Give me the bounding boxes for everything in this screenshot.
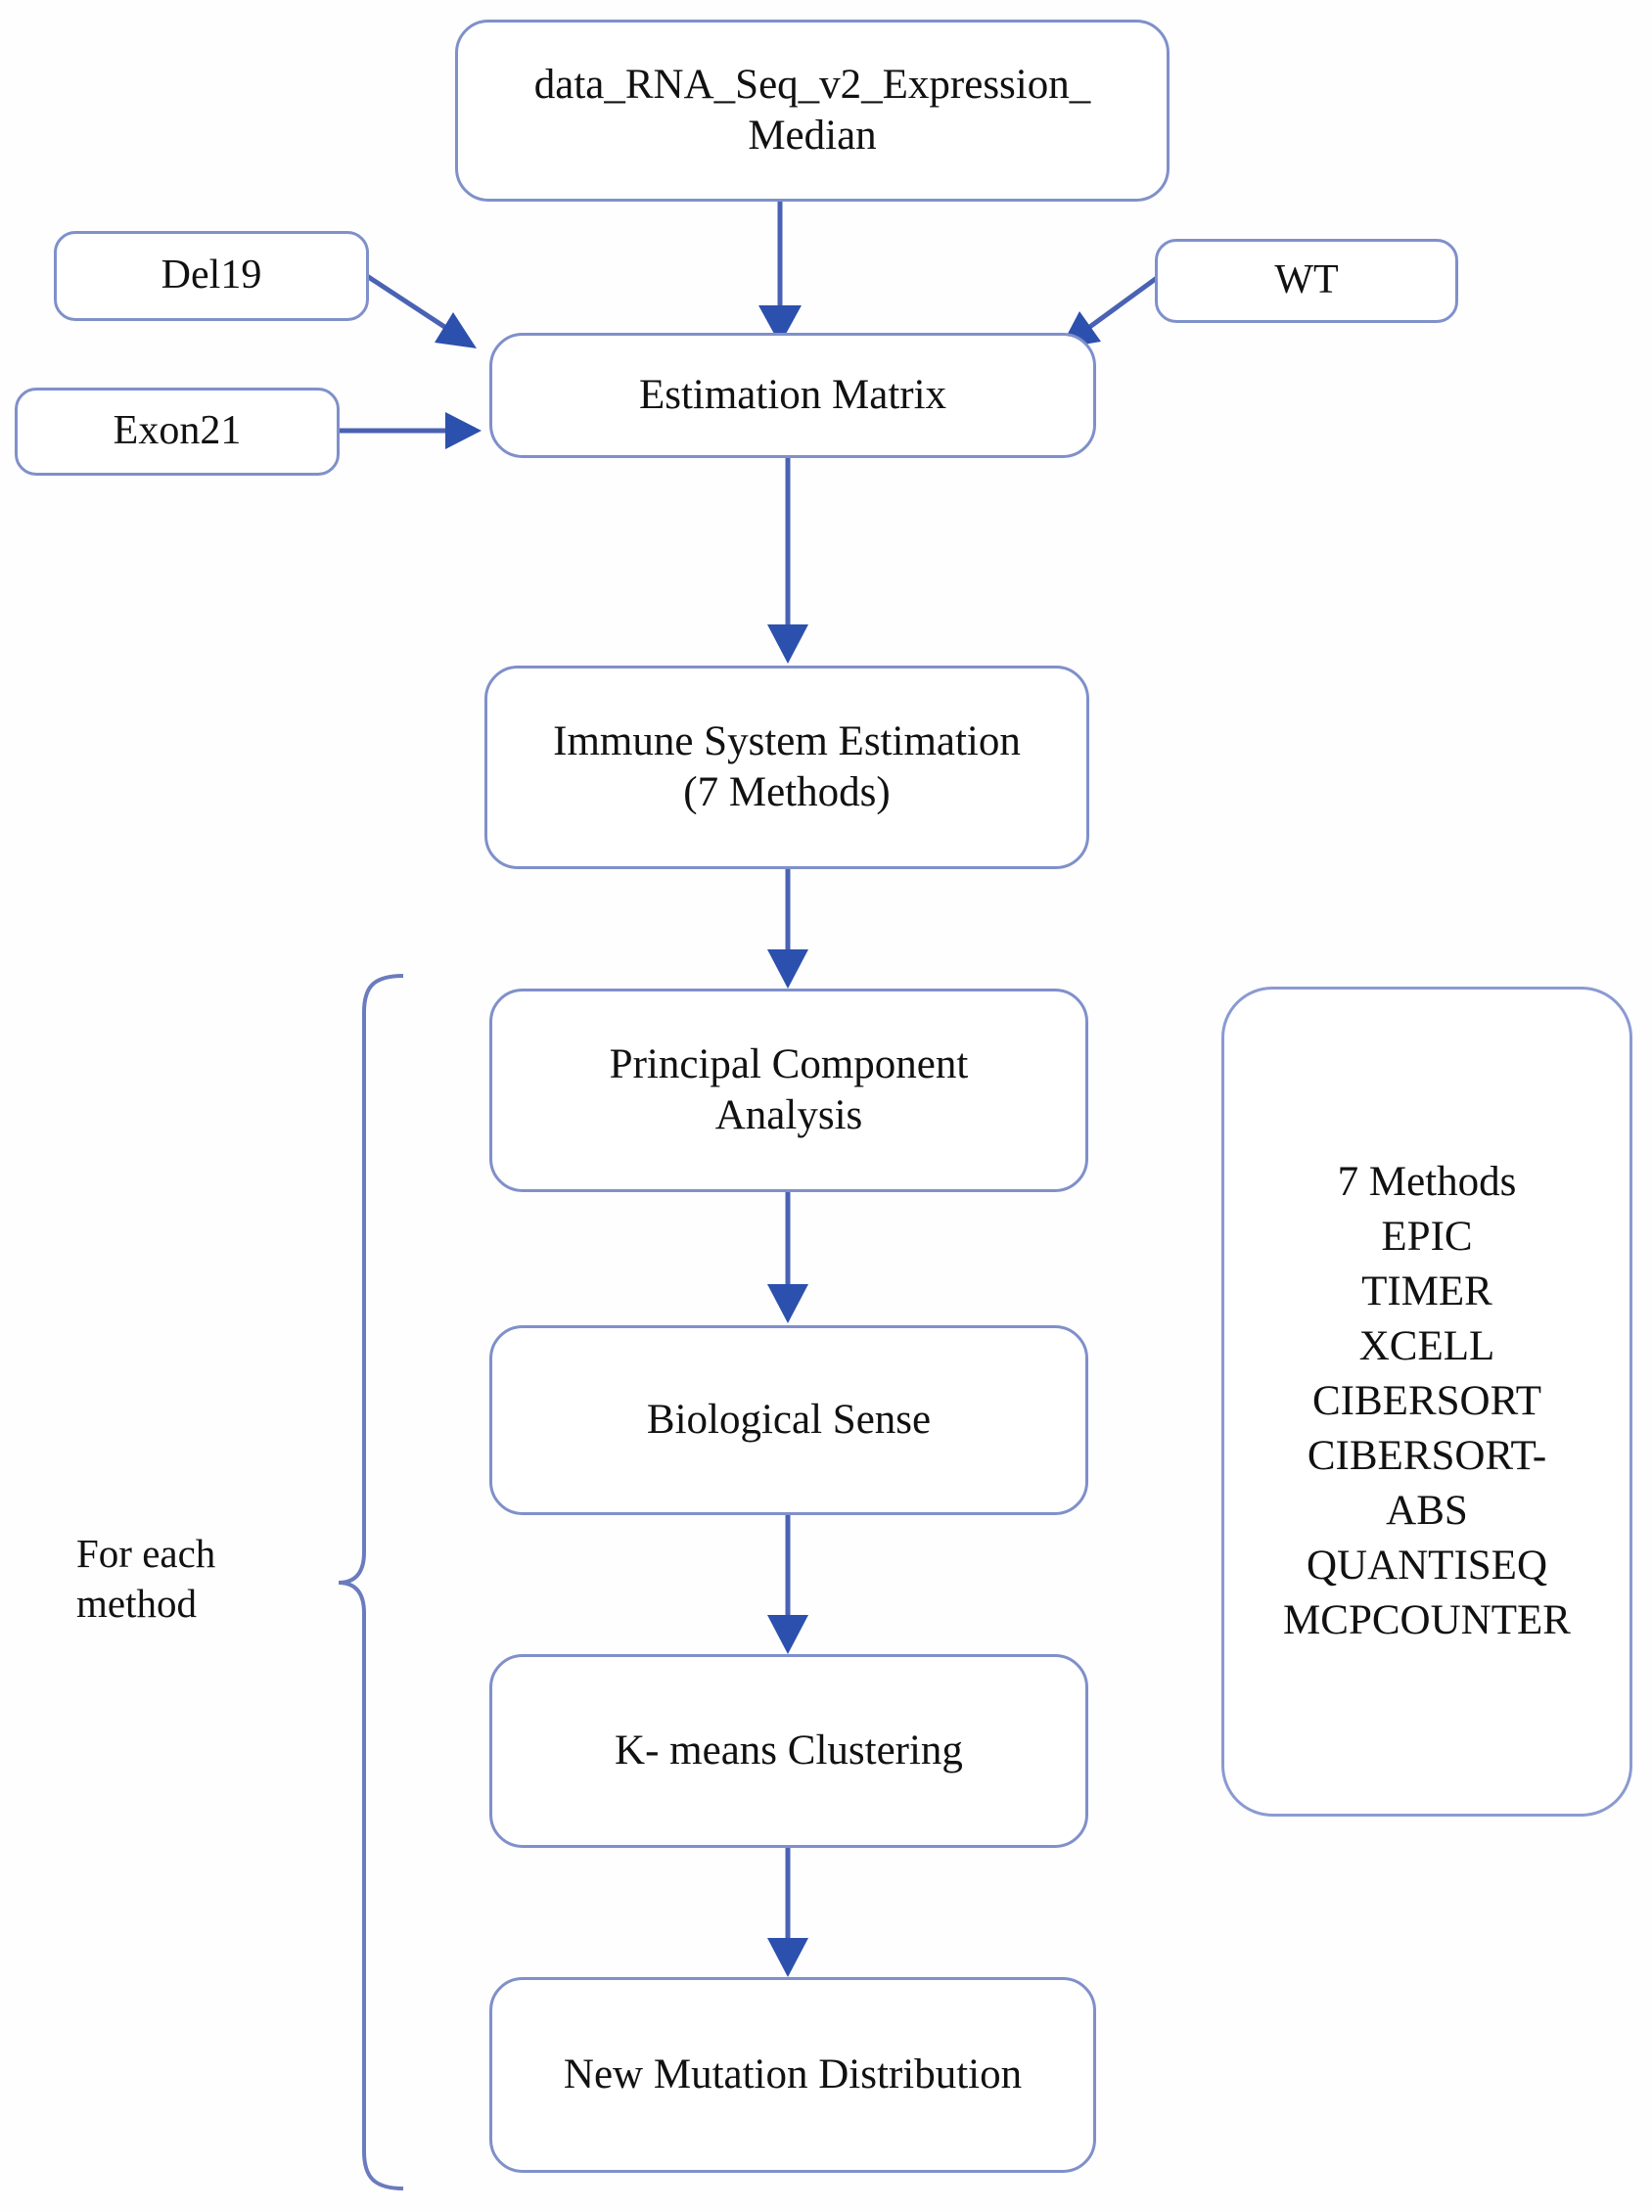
node-principal-component-analysis[interactable]: Principal Component Analysis	[489, 989, 1088, 1192]
edge-kmeans-to-new-mutation	[767, 1846, 808, 1977]
node-kmeans-clustering[interactable]: K- means Clustering	[489, 1654, 1088, 1848]
edge-pca-to-biological-sense	[767, 1190, 808, 1323]
node-new-mutation-distribution[interactable]: New Mutation Distribution	[489, 1977, 1096, 2173]
methods-panel[interactable]: 7 Methods EPIC TIMER XCELL CIBERSORT CIB…	[1221, 987, 1632, 1817]
node-data-source[interactable]: data_RNA_Seq_v2_Expression_ Median	[455, 20, 1170, 202]
node-immune-system-estimation[interactable]: Immune System Estimation (7 Methods)	[484, 666, 1089, 869]
edge-data-source-to-estimation-matrix	[758, 202, 802, 345]
for-each-method-brace	[338, 974, 404, 2190]
node-biological-sense[interactable]: Biological Sense	[489, 1325, 1088, 1515]
node-estimation-matrix[interactable]: Estimation Matrix	[489, 333, 1096, 458]
edge-exon21-to-estimation-matrix	[338, 412, 482, 449]
edge-estimation-matrix-to-immune-estimation	[767, 456, 808, 664]
for-each-method-label: For each method	[76, 1531, 216, 1627]
node-del19[interactable]: Del19	[54, 231, 369, 321]
node-wt[interactable]: WT	[1155, 239, 1458, 323]
edge-del19-to-estimation-matrix	[365, 273, 477, 348]
node-exon21[interactable]: Exon21	[15, 388, 340, 476]
edge-immune-estimation-to-pca	[767, 867, 808, 989]
edge-biological-sense-to-kmeans	[767, 1513, 808, 1654]
